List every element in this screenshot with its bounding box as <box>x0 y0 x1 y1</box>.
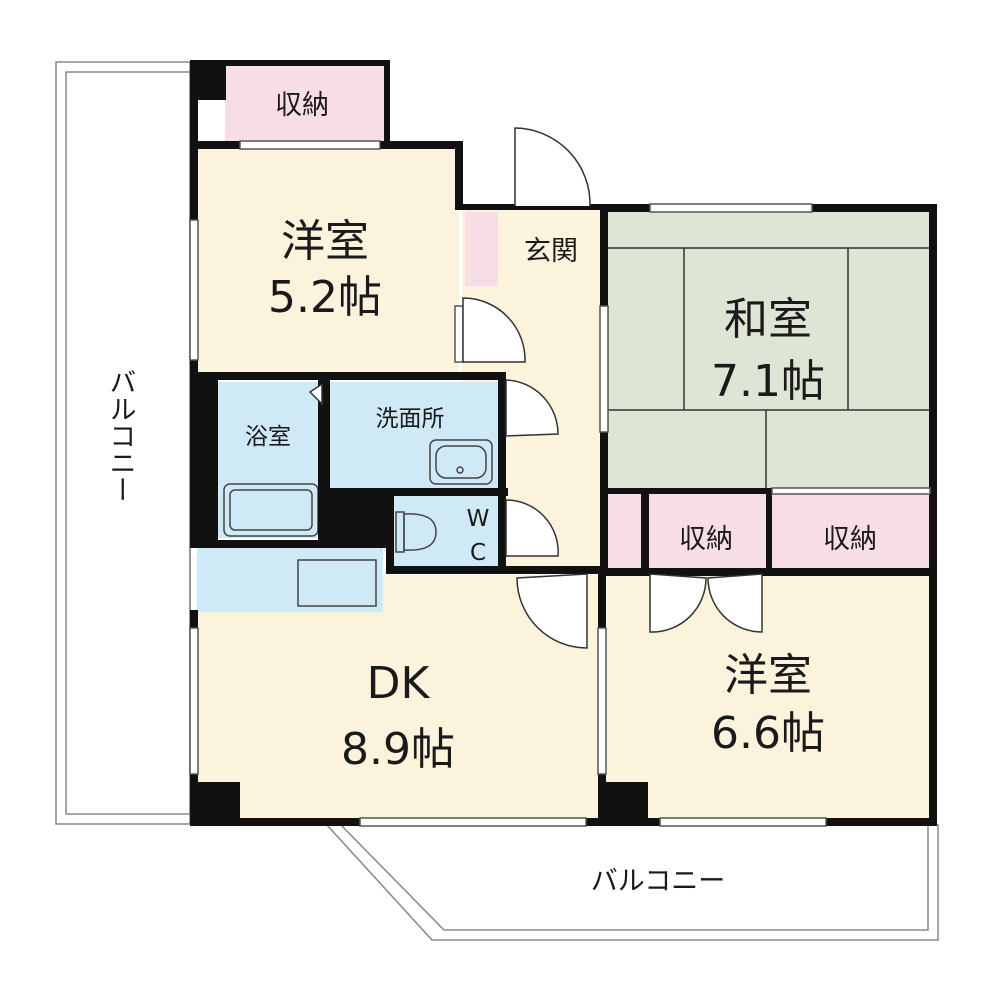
room-size-western-north: 5.2帖 <box>268 272 382 323</box>
kitchen-sink <box>297 559 377 607</box>
label-wc-w: W <box>467 506 490 532</box>
floor-japanese <box>607 210 930 490</box>
wash-basin <box>429 439 493 485</box>
room-size-western-south: 6.6帖 <box>711 708 825 759</box>
room-size-japanese: 7.1帖 <box>711 356 825 407</box>
label-storage-mid: 収納 <box>679 524 733 555</box>
floor-washroom <box>330 382 498 488</box>
room-labels: 洋室 5.2帖 和室 7.1帖 DK 8.9帖 洋室 6.6帖 玄関 浴室 洗面… <box>245 90 877 775</box>
floor-shoe-storage <box>465 212 498 286</box>
room-name-western-north: 洋室 <box>281 216 369 267</box>
label-wc-c: C <box>470 540 486 566</box>
entrance-door <box>514 127 591 207</box>
floor-entrance <box>500 212 600 286</box>
label-storage-top: 収納 <box>275 90 329 121</box>
door-western-north <box>462 297 526 363</box>
floor-wc <box>394 496 498 568</box>
floor-storage-mid <box>648 492 766 570</box>
floor-storage-right <box>772 492 930 570</box>
label-balcony-west: バルコニー <box>105 368 136 503</box>
floor-small-storage <box>607 492 643 570</box>
label-balcony-south: バルコニー <box>591 866 725 897</box>
windows <box>189 140 931 827</box>
room-name-dk: DK <box>367 658 431 709</box>
toilet-bowl <box>403 513 437 551</box>
floor-dk-kitchen-counter <box>197 548 383 612</box>
door-wc <box>505 499 559 557</box>
door-washroom <box>505 379 559 437</box>
floor-western-north <box>197 148 459 374</box>
label-washroom: 洗面所 <box>376 406 445 432</box>
label-bath: 浴室 <box>245 424 291 450</box>
door-closet-right <box>707 573 763 633</box>
floor-storage-top <box>225 62 385 142</box>
label-entrance: 玄関 <box>524 236 578 267</box>
floor-bath <box>218 382 322 538</box>
door-dk <box>516 573 588 649</box>
room-name-japanese: 和室 <box>724 294 812 345</box>
door-bath <box>308 382 323 406</box>
balcony-labels: バルコニー バルコニー <box>105 368 726 897</box>
balcony-south <box>325 823 939 941</box>
tatami-lines <box>607 247 930 490</box>
doors <box>308 127 763 649</box>
label-storage-right: 収納 <box>823 524 877 555</box>
room-size-dk: 8.9帖 <box>341 724 455 775</box>
door-closet-left <box>649 573 707 633</box>
room-name-western-south: 洋室 <box>724 650 812 701</box>
